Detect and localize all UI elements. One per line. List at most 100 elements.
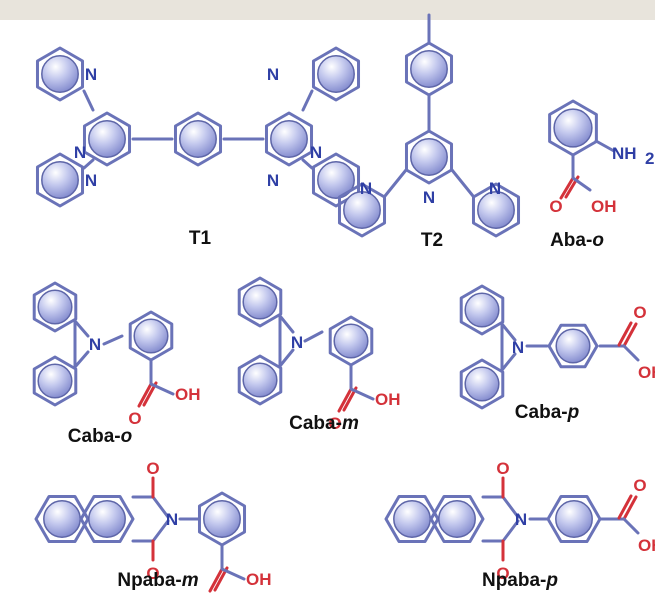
ring-sphere	[317, 161, 355, 199]
bond	[501, 519, 520, 543]
aba-o-label: Aba-o	[550, 230, 604, 251]
nitrogen-atom: N	[515, 510, 527, 529]
nitrogen-atom: N	[267, 171, 279, 190]
ring-sphere	[464, 366, 500, 402]
bond	[278, 348, 295, 368]
bond	[500, 322, 517, 342]
aromatic-ring	[35, 152, 85, 208]
oxygen-atom: O	[549, 197, 562, 216]
caba-p-label-name: Caba-	[515, 402, 568, 423]
npaba-p-label: Npaba-p	[482, 570, 558, 591]
molecule-npaba-p: OONOOHNpaba-p	[384, 459, 655, 591]
ring-sphere	[410, 50, 448, 88]
ring-sphere	[317, 55, 355, 93]
bond	[73, 350, 90, 369]
aromatic-ring	[459, 284, 505, 336]
bond	[383, 168, 408, 198]
nitrogen-atom: N	[85, 65, 97, 84]
bond	[208, 567, 224, 593]
aromatic-ring	[82, 111, 132, 167]
nitrogen-atom: N	[310, 143, 322, 162]
aba-o-label-name: Aba-	[550, 230, 592, 251]
caba-p-label-isomer: p	[567, 402, 580, 423]
aromatic-ring	[311, 46, 361, 102]
aromatic-ring	[79, 494, 135, 544]
aromatic-ring	[32, 355, 78, 407]
oxygen-atom: O	[633, 303, 646, 322]
aromatic-ring	[384, 494, 440, 544]
hydroxyl-group: OH	[375, 390, 401, 409]
bond	[622, 517, 640, 535]
bond	[617, 321, 633, 347]
ring-sphere	[555, 500, 593, 538]
aromatic-ring	[237, 276, 283, 328]
bond	[622, 495, 638, 521]
bond	[151, 495, 170, 519]
nitrogen-atom: N	[291, 333, 303, 352]
ring-sphere	[242, 362, 278, 398]
npaba-m-label-name: Npaba-	[117, 570, 181, 591]
hydroxyl-group: OH	[591, 197, 617, 216]
npaba-m-label-isomer: m	[182, 570, 199, 591]
molecule-caba-p: N O OH Caba-p	[459, 284, 655, 423]
npaba-p-label-name: Npaba-	[482, 570, 546, 591]
ring-sphere	[410, 138, 448, 176]
ring-sphere	[333, 323, 369, 359]
aromatic-ring	[264, 111, 314, 167]
bond	[617, 494, 633, 520]
oxygen-atom: O	[496, 459, 509, 478]
bond	[82, 89, 95, 112]
bond	[301, 158, 314, 170]
t1-label: T1	[189, 228, 212, 249]
amino-group: NH	[612, 144, 637, 163]
bond	[303, 330, 324, 343]
bond	[82, 158, 95, 170]
caba-m-label: Caba-m	[289, 413, 359, 434]
bond	[73, 319, 90, 338]
ring-sphere	[41, 161, 79, 199]
molecule-caba-m: N O OH Caba-m	[237, 276, 401, 434]
aromatic-ring	[547, 323, 599, 369]
oxygen-atom: O	[128, 409, 141, 428]
caba-m-label-isomer: m	[342, 413, 359, 434]
bond	[278, 314, 295, 334]
ring-sphere	[477, 191, 515, 229]
nitrogen-atom: N	[267, 65, 279, 84]
caba-m-label-name: Caba-	[289, 413, 342, 434]
oxygen-atom: O	[146, 459, 159, 478]
caba-o-label-name: Caba-	[68, 426, 121, 447]
hydroxyl-group: OH	[638, 363, 655, 382]
caba-o-label: Caba-o	[68, 426, 132, 447]
bond	[559, 176, 575, 200]
aromatic-ring	[404, 129, 454, 185]
hydroxyl-group: OH	[638, 536, 655, 555]
molecule-npaba-m: OONOOHNpaba-m	[34, 459, 272, 593]
ring-sphere	[203, 500, 241, 538]
ring-sphere	[88, 120, 126, 158]
ring-sphere	[464, 292, 500, 328]
aromatic-ring	[311, 152, 361, 208]
ring-sphere	[133, 318, 169, 354]
bond	[450, 168, 475, 198]
oxygen-atom: O	[633, 476, 646, 495]
aromatic-ring	[429, 494, 485, 544]
ring-sphere	[242, 284, 278, 320]
hydroxyl-group: OH	[246, 570, 272, 589]
bond	[151, 519, 170, 543]
caba-o-label-isomer: o	[121, 426, 133, 447]
aromatic-ring	[34, 494, 90, 544]
aromatic-ring	[459, 358, 505, 410]
bond	[337, 387, 353, 413]
nitrogen-atom: N	[512, 338, 524, 357]
oxygen-atom: O	[146, 564, 159, 583]
ring-sphere	[37, 289, 73, 325]
aba-o-label-isomer: o	[592, 230, 604, 251]
bond	[622, 322, 638, 348]
ring-sphere	[88, 500, 126, 538]
bond	[220, 567, 246, 581]
oxygen-atom: O	[328, 414, 341, 433]
